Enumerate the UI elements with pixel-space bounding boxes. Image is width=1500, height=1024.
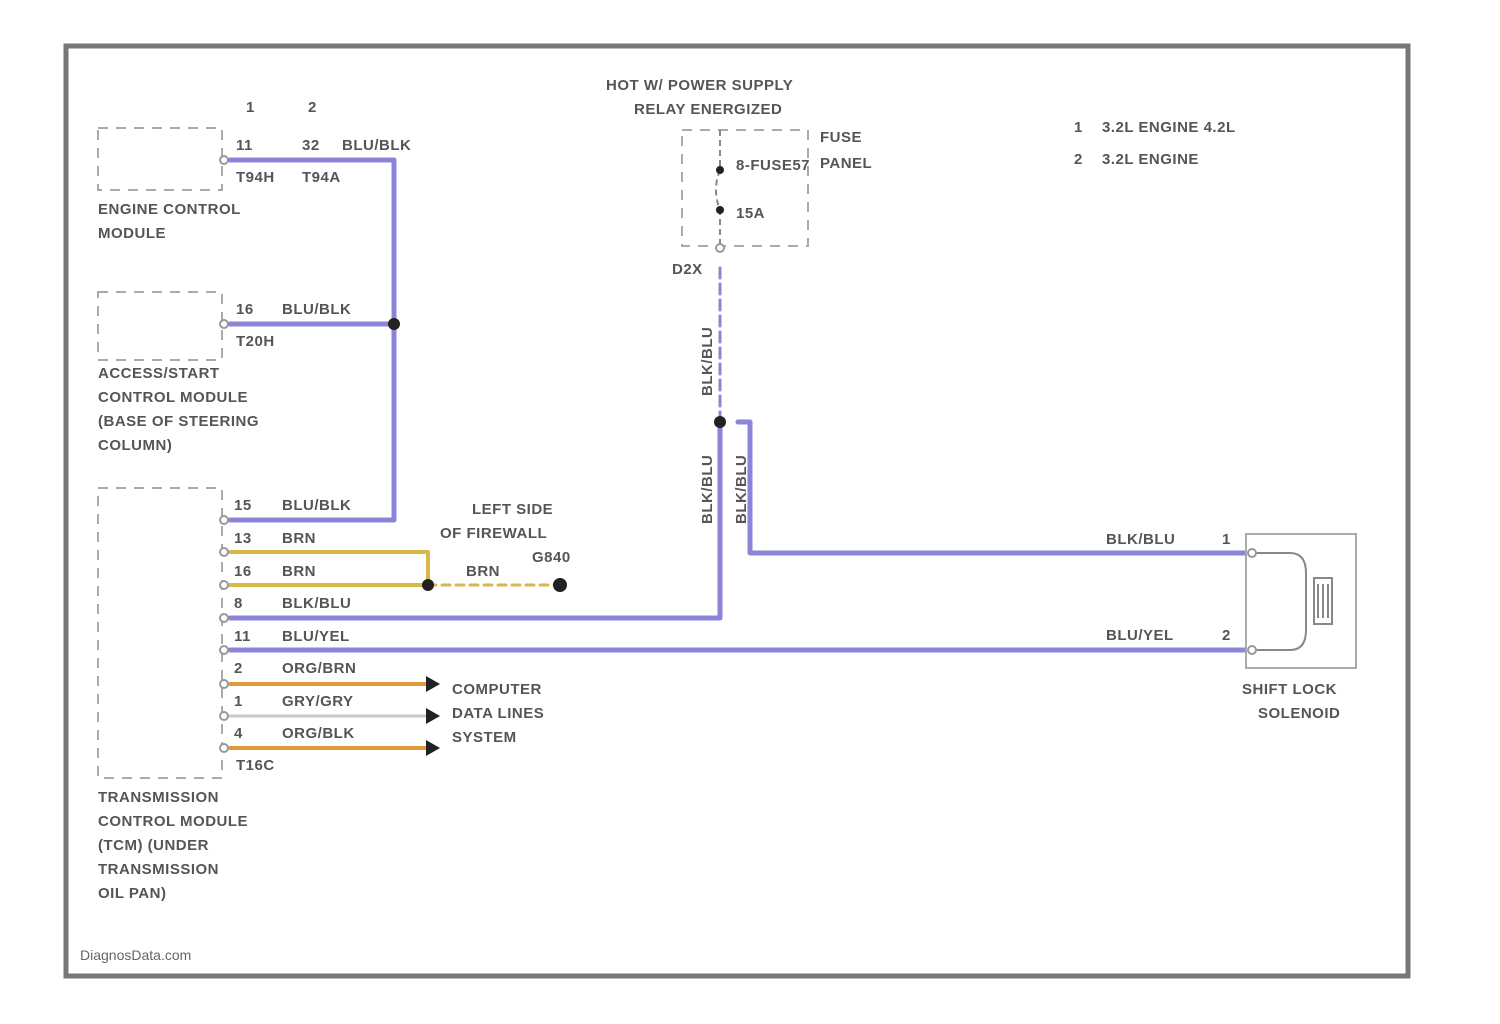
tcm-pin-wire: BLU/BLK: [282, 497, 351, 514]
vertical-wire-lower-left: BLK/BLU: [699, 455, 716, 524]
ground-wire-label: BRN: [466, 563, 500, 580]
tcm-pin-wire: GRY/GRY: [282, 693, 354, 710]
ground-icon: [553, 578, 567, 592]
terminal: [220, 614, 228, 622]
splice-brn: [422, 579, 434, 591]
tcm-pin-wire: ORG/BLK: [282, 725, 355, 742]
fuse-name: 8-FUSE57: [736, 157, 810, 174]
acm-name-2: CONTROL MODULE: [98, 389, 248, 406]
terminal: [220, 548, 228, 556]
legend-key: 1: [1074, 119, 1083, 136]
power-supply-line1: HOT W/ POWER SUPPLY: [606, 77, 793, 94]
fuse-terminal-bottom: [716, 206, 724, 214]
terminal: [220, 516, 228, 524]
solenoid-name-1: SHIFT LOCK: [1242, 681, 1337, 698]
tcm-pin-wire: BRN: [282, 563, 316, 580]
ecm-pin-a: 11: [236, 137, 253, 154]
ecm-conn-a: T94H: [236, 169, 275, 186]
tcm-name-1: TRANSMISSION: [98, 789, 219, 806]
ground-location-2: OF FIREWALL: [440, 525, 547, 542]
vertical-wire-upper: BLK/BLU: [699, 327, 716, 396]
tcm-conn: T16C: [236, 757, 275, 774]
tcm-pin-number: 2: [234, 660, 243, 677]
tcm-name-4: TRANSMISSION: [98, 861, 219, 878]
solenoid-pin1: 1: [1222, 531, 1231, 548]
tcm-pin-number: 1: [234, 693, 243, 710]
splice-fuse-out: [714, 416, 726, 428]
data-lines-2: DATA LINES: [452, 705, 544, 722]
ecm-wire-label: BLU/BLK: [342, 137, 411, 154]
tcm-pin-number: 11: [234, 628, 251, 645]
data-lines-1: COMPUTER: [452, 681, 542, 698]
acm-conn: T20H: [236, 333, 275, 350]
tcm-pin-number: 15: [234, 497, 252, 514]
tcm-pin-number: 8: [234, 595, 243, 612]
solenoid-name-2: SOLENOID: [1258, 705, 1340, 722]
ecm-name-2: MODULE: [98, 225, 166, 242]
acm-name-1: ACCESS/START: [98, 365, 220, 382]
solenoid-terminal: [1248, 549, 1256, 557]
ecm-conn-b: T94A: [302, 169, 341, 186]
ground-id: G840: [532, 549, 571, 566]
fuse-panel-label-1: FUSE: [820, 129, 862, 146]
ecm-variant-1: 1: [246, 99, 255, 116]
tcm-pin-number: 16: [234, 563, 252, 580]
fuse-panel-label-2: PANEL: [820, 155, 872, 172]
ecm-pin-b: 32: [302, 137, 320, 154]
ground-location-1: LEFT SIDE: [472, 501, 553, 518]
legend-text: 3.2L ENGINE 4.2L: [1102, 119, 1236, 136]
solenoid-pin2: 2: [1222, 627, 1231, 644]
terminal: [220, 744, 228, 752]
tcm-name-2: CONTROL MODULE: [98, 813, 248, 830]
solenoid-box: [1246, 534, 1356, 668]
solenoid-wire2: BLU/YEL: [1106, 627, 1174, 644]
terminal: [220, 680, 228, 688]
splice-acm: [388, 318, 400, 330]
fuse-terminal-top: [716, 166, 724, 174]
legend-key: 2: [1074, 151, 1083, 168]
solenoid-terminal: [1248, 646, 1256, 654]
acm-pin: 16: [236, 301, 254, 318]
tcm-name-3: (TCM) (UNDER: [98, 837, 209, 854]
tcm-pin-wire: BLK/BLU: [282, 595, 351, 612]
tcm-pin-wire: BRN: [282, 530, 316, 547]
solenoid-wire1: BLK/BLU: [1106, 531, 1175, 548]
fuse-out-terminal: [716, 244, 724, 252]
tcm-pin-number: 4: [234, 725, 243, 742]
tcm-name-5: OIL PAN): [98, 885, 166, 902]
terminal: [220, 581, 228, 589]
ecm-variant-2: 2: [308, 99, 317, 116]
tcm-pin-number: 13: [234, 530, 252, 547]
acm-name-4: COLUMN): [98, 437, 172, 454]
fuse-rating: 15A: [736, 205, 765, 222]
fuse-connector: D2X: [672, 261, 703, 278]
tcm-pin-wire: ORG/BRN: [282, 660, 356, 677]
tcm-pin-wire: BLU/YEL: [282, 628, 350, 645]
acm-wire-label: BLU/BLK: [282, 301, 351, 318]
acm-name-3: (BASE OF STEERING: [98, 413, 259, 430]
terminal: [220, 646, 228, 654]
ecm-name-1: ENGINE CONTROL: [98, 201, 241, 218]
data-lines-3: SYSTEM: [452, 729, 517, 746]
vertical-wire-lower-right: BLK/BLU: [733, 455, 750, 524]
terminal: [220, 712, 228, 720]
legend-text: 3.2L ENGINE: [1102, 151, 1199, 168]
power-supply-line2: RELAY ENERGIZED: [634, 101, 782, 118]
footer-watermark: DiagnosData.com: [80, 947, 191, 963]
